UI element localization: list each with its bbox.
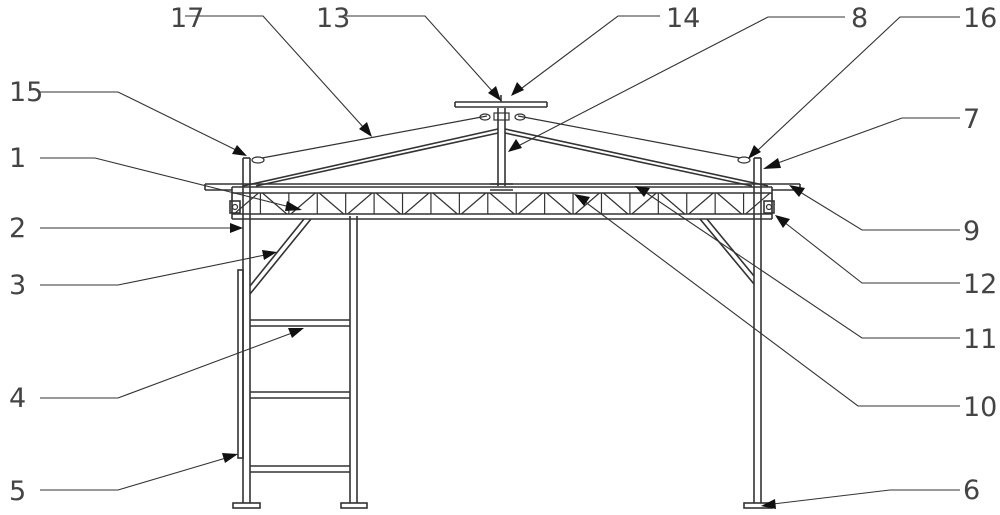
leader-14	[521, 15, 660, 89]
leader-8	[519, 16, 845, 146]
part-number-11: 11	[963, 324, 997, 355]
ladder-rungs	[250, 319, 350, 473]
part-number-3: 3	[9, 270, 26, 301]
knee-braces	[249, 218, 755, 295]
leader-11	[644, 191, 960, 339]
part-number-9: 9	[963, 216, 980, 247]
left-main-post	[242, 157, 251, 503]
leader-4	[40, 332, 293, 399]
side-board	[237, 269, 244, 459]
part-number-8: 8	[851, 3, 868, 34]
part-number-17: 17	[170, 3, 204, 34]
leader-17	[185, 15, 365, 129]
roof	[204, 108, 801, 191]
truss-web-members	[231, 192, 773, 215]
leader-1	[40, 157, 291, 208]
part-number-7: 7	[963, 104, 980, 135]
leader-5	[40, 457, 227, 491]
horizontal-truss	[229, 186, 775, 220]
leader-9	[799, 191, 960, 231]
part-numbers: 1 2 3 4 5 6 7 8 9 10 11 12 13 14 15 16 1…	[9, 3, 997, 507]
leader-13	[345, 15, 494, 93]
part-number-15: 15	[9, 77, 43, 108]
part-number-5: 5	[9, 476, 26, 507]
part-number-4: 4	[9, 383, 26, 414]
part-number-13: 13	[316, 3, 350, 34]
part-number-1: 1	[9, 143, 26, 174]
top-fitting	[454, 95, 548, 108]
part-number-14: 14	[666, 3, 700, 34]
leader-6	[772, 489, 960, 505]
leader-10	[583, 200, 960, 407]
leader-lines	[40, 15, 960, 509]
leader-16	[756, 16, 960, 152]
structure	[204, 95, 801, 509]
right-main-post	[753, 157, 762, 503]
part-number-2: 2	[9, 213, 26, 244]
turnbuckles	[251, 112, 751, 164]
part-number-6: 6	[963, 475, 980, 506]
part-number-12: 12	[963, 269, 997, 300]
part-number-16: 16	[963, 3, 997, 34]
leader-12	[783, 221, 960, 284]
base-plates	[232, 502, 773, 509]
part-number-10: 10	[963, 392, 997, 423]
leader-3	[40, 254, 266, 286]
inner-ladder-post	[349, 216, 358, 503]
leader-15	[40, 91, 237, 151]
leader-7	[774, 117, 960, 165]
